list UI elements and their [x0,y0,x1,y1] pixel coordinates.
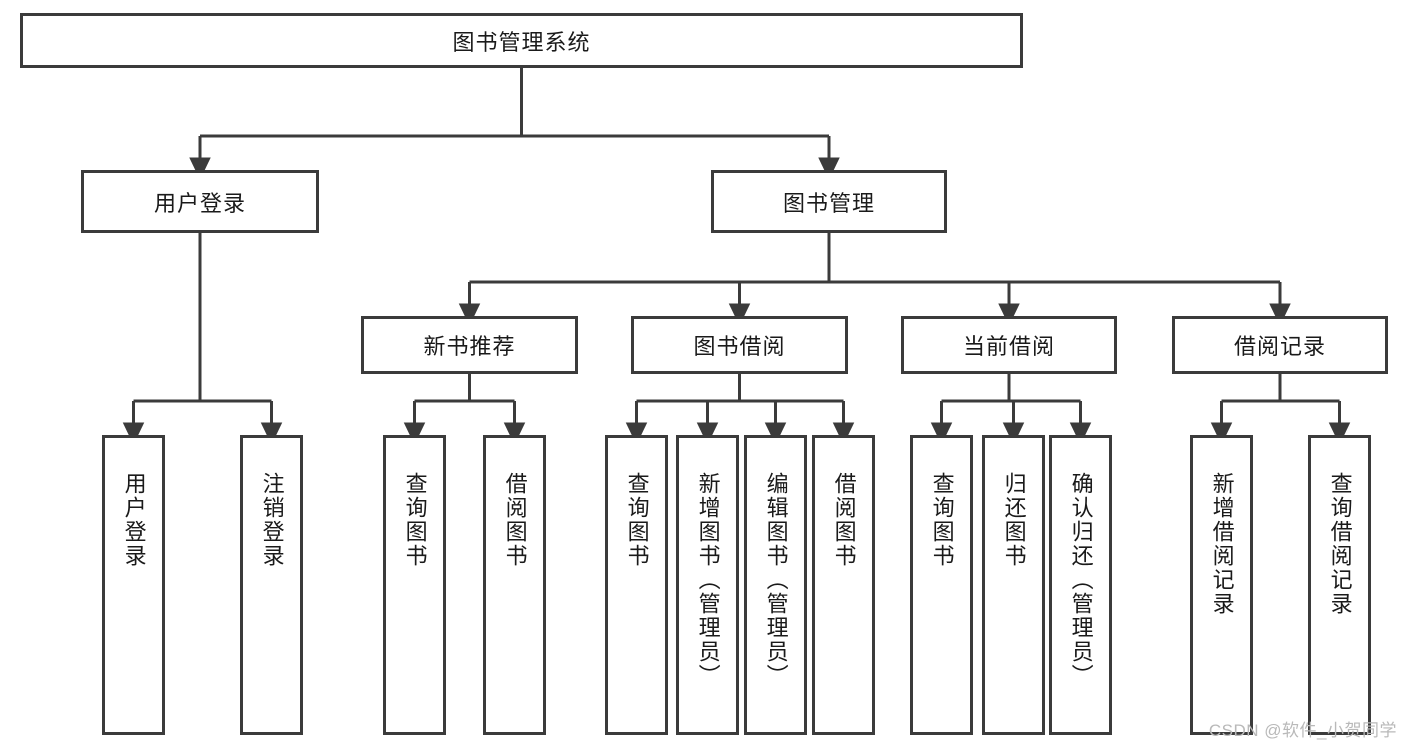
node-l-bq-query[interactable]: 查询图书 [605,435,668,735]
node-l-nb-borrow[interactable]: 借阅图书 [483,435,546,735]
node-current[interactable]: 当前借阅 [901,316,1117,374]
node-borrow[interactable]: 图书借阅 [631,316,848,374]
node-label: 查询图书 [929,472,955,568]
node-l-cur-conf[interactable]: 确认归还（管理员） [1049,435,1112,735]
node-label: 图书管理 [782,190,875,216]
node-newbook[interactable]: 新书推荐 [361,316,578,374]
node-label: 借阅图书 [502,472,528,568]
node-label: 注销登录 [259,472,285,568]
node-label: 查询借阅记录 [1327,472,1353,616]
node-login[interactable]: 用户登录 [81,170,319,233]
node-label: 确认归还（管理员） [1068,472,1094,688]
node-l-cur-query[interactable]: 查询图书 [910,435,973,735]
node-l-nb-query[interactable]: 查询图书 [383,435,446,735]
node-label: 借阅记录 [1233,334,1326,359]
node-label: 查询图书 [402,472,428,568]
node-l-logout[interactable]: 注销登录 [240,435,303,735]
node-records[interactable]: 借阅记录 [1172,316,1388,374]
node-label: 编辑图书（管理员） [763,472,789,688]
node-l-bq-edit[interactable]: 编辑图书（管理员） [744,435,807,735]
node-label: 借阅图书 [831,472,857,568]
node-l-rec-add[interactable]: 新增借阅记录 [1190,435,1253,735]
node-label: 用户登录 [153,190,246,216]
node-label: 新增图书（管理员） [695,472,721,688]
node-label: 新书推荐 [423,334,516,359]
node-bookmgmt[interactable]: 图书管理 [711,170,947,233]
node-l-userlogin[interactable]: 用户登录 [102,435,165,735]
node-l-bq-borrow[interactable]: 借阅图书 [812,435,875,735]
node-label: 图书借阅 [693,334,786,359]
watermark: CSDN @软件_小贺同学 [1208,721,1397,740]
node-label: 用户登录 [121,472,147,568]
node-l-bq-add[interactable]: 新增图书（管理员） [676,435,739,735]
node-label: 新增借阅记录 [1209,472,1235,616]
node-l-cur-ret[interactable]: 归还图书 [982,435,1045,735]
node-label: 当前借阅 [962,334,1055,359]
node-root[interactable]: 图书管理系统 [20,13,1023,68]
node-l-rec-query[interactable]: 查询借阅记录 [1308,435,1371,735]
node-label: 查询图书 [624,472,650,568]
node-label: 图书管理系统 [452,29,591,55]
node-label: 归还图书 [1001,472,1027,568]
